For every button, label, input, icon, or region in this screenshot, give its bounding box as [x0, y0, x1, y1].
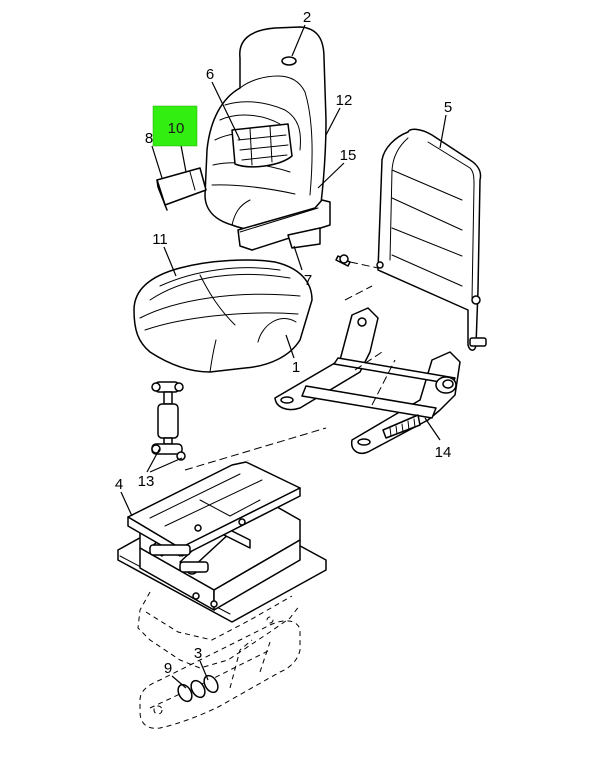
seat-cushion [133, 259, 313, 373]
callout-1[interactable]: 1 [292, 359, 300, 376]
leader-4 [120, 491, 133, 517]
leader-7 [293, 245, 303, 271]
callout-3[interactable]: 3 [194, 645, 202, 662]
callout-7[interactable]: 7 [304, 272, 312, 289]
leader-14 [424, 417, 441, 441]
leader-12 [325, 107, 341, 136]
callout-4[interactable]: 4 [115, 476, 123, 493]
suspension-base [117, 461, 327, 623]
leader-11 [163, 246, 177, 277]
leader-9 [171, 675, 187, 689]
headrest-tag [281, 56, 297, 66]
leader-13b [149, 457, 183, 473]
callout-2[interactable]: 2 [303, 9, 311, 26]
shock-absorber [151, 381, 186, 461]
frame-bolt [335, 254, 351, 267]
right-armrest [237, 199, 331, 251]
control-switches [177, 674, 219, 703]
callout-13[interactable]: 13 [138, 473, 155, 490]
leader-1 [285, 334, 295, 359]
callout-15[interactable]: 15 [340, 147, 357, 164]
callout-12[interactable]: 12 [336, 92, 353, 109]
leader-8 [151, 145, 163, 179]
leader-2 [291, 24, 306, 57]
leader-3 [199, 660, 209, 681]
leader-5 [439, 114, 447, 149]
seat-back-frame [376, 128, 487, 351]
callout-9[interactable]: 9 [164, 660, 172, 677]
left-armrest [156, 167, 207, 211]
leader-13a [146, 447, 161, 473]
callout-14[interactable]: 14 [435, 444, 452, 461]
leader-15 [317, 162, 345, 189]
callout-10[interactable]: 10 [168, 120, 185, 137]
callout-8[interactable]: 8 [145, 130, 153, 147]
callout-6[interactable]: 6 [206, 66, 214, 83]
lumbar-panel [231, 123, 293, 168]
leader-6 [211, 81, 241, 141]
callout-10-highlight [152, 105, 198, 147]
callout-11[interactable]: 11 [152, 231, 168, 248]
seat-slider-frame [274, 307, 461, 454]
callout-5[interactable]: 5 [444, 99, 452, 116]
